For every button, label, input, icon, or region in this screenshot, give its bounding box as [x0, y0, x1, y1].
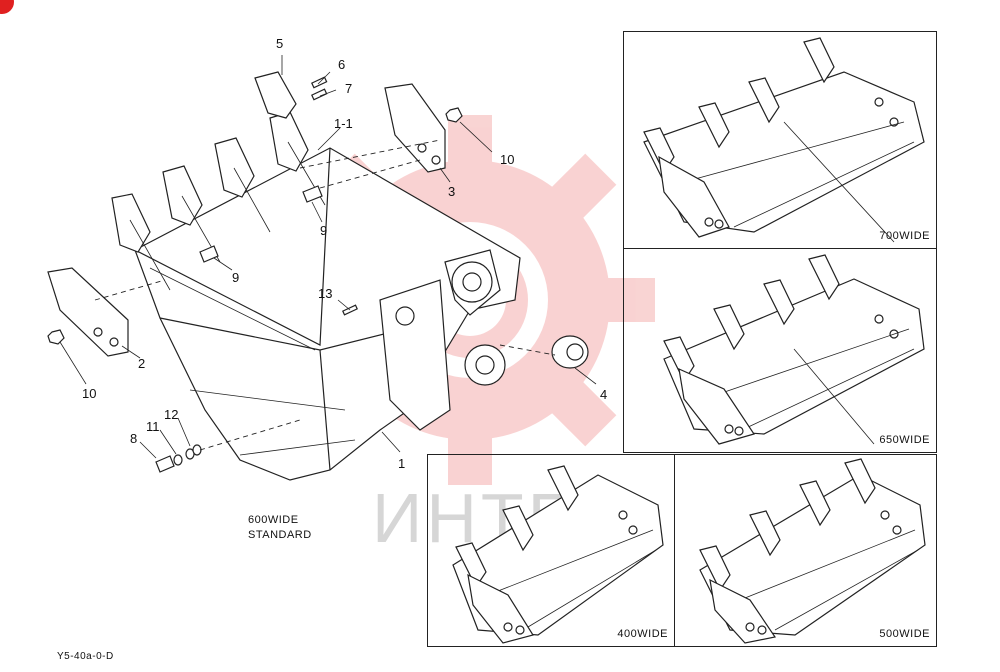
panel-700wide-caption: 700WIDE	[879, 230, 930, 242]
callout-12: 12	[164, 407, 179, 422]
callout-3: 3	[448, 184, 456, 199]
callout-10-left: 10	[82, 386, 97, 401]
bucket-700-drawing	[643, 37, 925, 243]
callout-1: 1	[398, 456, 406, 471]
callout-5: 5	[276, 36, 284, 51]
callout-10-top: 10	[500, 152, 515, 167]
panel-500wide: 500WIDE	[674, 454, 937, 647]
callout-11: 11	[146, 419, 160, 434]
bucket-650-drawing	[663, 254, 925, 445]
panel-400wide-caption: 400WIDE	[617, 628, 668, 640]
callout-2: 2	[138, 356, 146, 371]
bucket-exploded-view	[47, 55, 597, 481]
drawing-code: Y5-40a-0-D	[57, 651, 114, 662]
callout-9-lower: 9	[232, 270, 240, 285]
callout-6: 6	[338, 57, 346, 72]
panel-500wide-caption: 500WIDE	[879, 628, 930, 640]
panel-650wide: 650WIDE	[623, 248, 937, 453]
panel-400wide: 400WIDE	[427, 454, 675, 647]
panel-650wide-caption: 650WIDE	[879, 434, 930, 446]
callout-13: 13	[318, 286, 333, 301]
main-caption-width: 600WIDE	[248, 514, 299, 526]
callout-9-upper: 9	[320, 223, 328, 238]
bucket-400-drawing	[452, 465, 664, 644]
callout-8: 8	[130, 431, 138, 446]
callout-7: 7	[345, 81, 353, 96]
callout-1-1: 1-1	[334, 116, 353, 131]
main-caption-standard: STANDARD	[248, 529, 312, 541]
bucket-500-drawing	[699, 458, 926, 644]
callout-4: 4	[600, 387, 608, 402]
panel-700wide: 700WIDE	[623, 31, 937, 249]
